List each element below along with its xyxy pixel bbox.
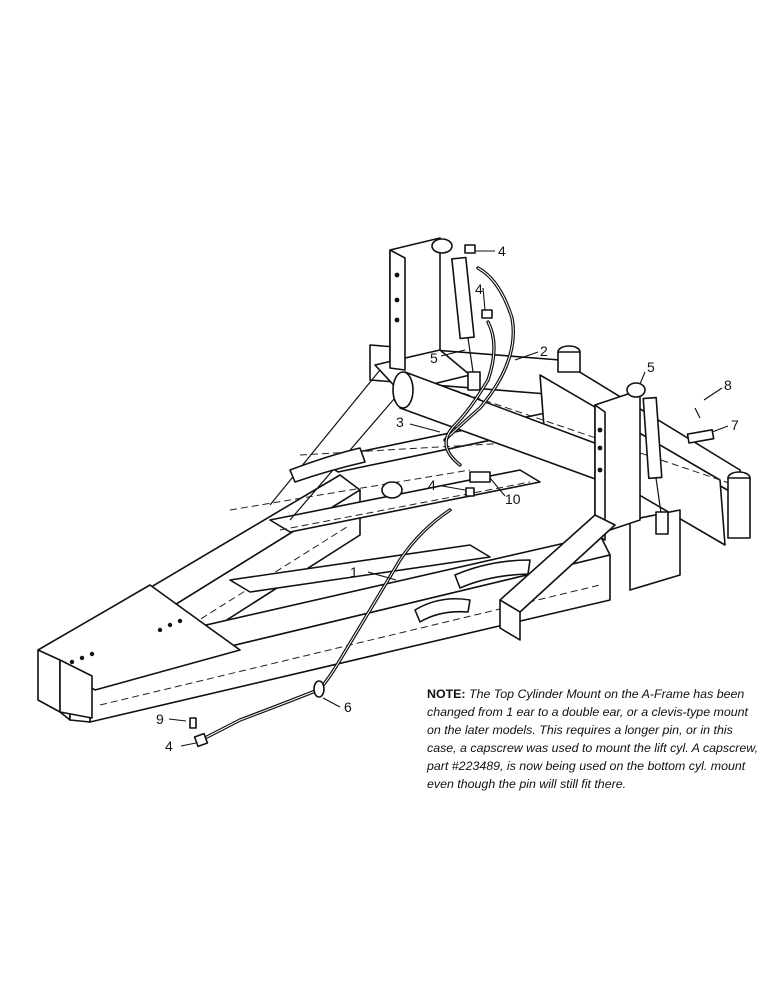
callout-7: 7 (731, 417, 739, 433)
hitch-plate (37, 584, 241, 719)
callout-3: 3 (396, 414, 404, 430)
callout-4-middle: 4 (428, 477, 436, 493)
callout-labels: 1 2 3 4 4 4 4 5 5 6 7 8 9 10 (156, 243, 739, 754)
callout-2: 2 (540, 343, 548, 359)
right-lift-cylinder (642, 396, 669, 535)
callout-8: 8 (724, 377, 732, 393)
right-mast (499, 382, 646, 641)
leader-lines (168, 250, 729, 747)
callout-5-left: 5 (430, 350, 438, 366)
callout-4-lower: 4 (165, 738, 173, 754)
callout-5-right: 5 (647, 359, 655, 375)
note-label: NOTE: (427, 687, 466, 701)
hoses (203, 266, 516, 740)
left-mast (269, 237, 471, 521)
left-lift-cylinder (451, 256, 481, 391)
fittings (189, 244, 715, 748)
callout-4-top: 4 (498, 243, 506, 259)
callout-9: 9 (156, 711, 164, 727)
note-text-block: NOTE: The Top Cylinder Mount on the A-Fr… (427, 685, 762, 793)
main-tube (392, 371, 601, 481)
callout-1: 1 (350, 564, 358, 580)
note-body: The Top Cylinder Mount on the A-Frame ha… (427, 687, 759, 791)
callout-4-upper: 4 (475, 281, 483, 297)
callout-6: 6 (344, 699, 352, 715)
callout-10: 10 (505, 491, 521, 507)
frame-skids (289, 447, 531, 623)
